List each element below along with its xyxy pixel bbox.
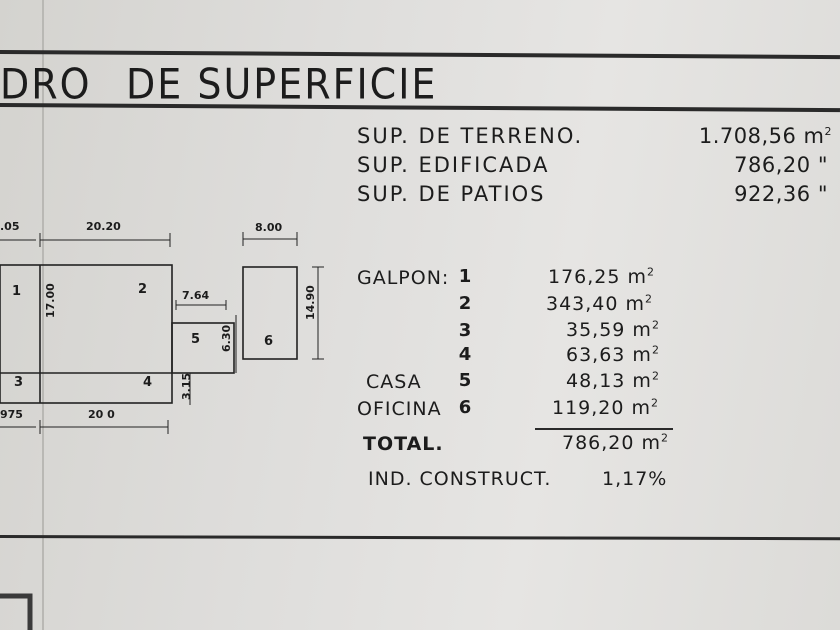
dim-label-right-upper: 7.64 <box>182 289 210 302</box>
corner-stamp-fragment <box>0 593 33 630</box>
dim-label-vertical-low: 3.15 <box>180 372 193 400</box>
room-label-3: 3 <box>14 375 24 390</box>
table-row-num-6: 6 <box>458 397 472 418</box>
table-row-num-2: 2 <box>458 293 472 314</box>
table-row-area-3: 35,59 m2 <box>566 318 660 341</box>
table-row-area-5: 48,13 m2 <box>566 369 660 392</box>
table-row-name-1: GALPON: <box>357 267 450 289</box>
footer-rule <box>0 535 840 541</box>
total-underline <box>535 428 673 430</box>
table-row-area-6: 119,20 m2 <box>552 396 660 419</box>
header-top-rule <box>0 50 840 60</box>
table-row-area-4: 63,63 m2 <box>566 343 660 366</box>
dim-label-bottom-left: 975 <box>0 408 23 421</box>
table-row-name-5: CASA <box>366 371 422 393</box>
room-label-4: 4 <box>143 375 153 390</box>
room-label-5: 5 <box>191 332 201 347</box>
summary-label-terreno: SUP. DE TERRENO. <box>357 124 584 148</box>
page-title: DE SUPERFICIE <box>126 60 438 109</box>
table-row-area-1: 176,25 m2 <box>548 265 656 288</box>
table-row-num-1: 1 <box>458 266 472 287</box>
plan-room-5-outline <box>171 322 235 374</box>
dim-label-vertical-main: 17.00 <box>44 283 57 318</box>
summary-value-terreno: 1.708,56 m2 <box>698 124 832 148</box>
summary-value-edificada: 786,20 " <box>734 153 828 177</box>
dim-label-bottom-main: 20 0 <box>88 408 115 421</box>
table-row-num-3: 3 <box>458 320 472 341</box>
construction-index-value: 1,17% <box>602 468 668 490</box>
dim-label-vertical-mid: 6.30 <box>220 324 233 352</box>
dim-label-top-small: 8.00 <box>255 221 283 234</box>
summary-label-patios: SUP. DE PATIOS <box>357 182 546 206</box>
paper-fold-line <box>42 0 44 630</box>
total-label: TOTAL. <box>363 433 444 455</box>
total-value: 786,20 m2 <box>562 431 670 454</box>
table-row-name-6: OFICINA <box>357 398 442 420</box>
dim-label-vertical-small: 14.90 <box>304 285 317 320</box>
construction-index-label: IND. CONSTRUCT. <box>368 468 552 490</box>
table-row-area-2: 343,40 m2 <box>546 292 654 315</box>
dim-label-left-top: .05 <box>0 220 20 233</box>
room-label-1: 1 <box>12 284 22 299</box>
summary-label-edificada: SUP. EDIFICADA <box>357 153 550 177</box>
table-row-num-4: 4 <box>458 344 472 365</box>
plan-room-6-outline <box>242 266 298 360</box>
room-label-6: 6 <box>264 334 274 349</box>
dim-label-top-main: 20.20 <box>86 220 121 233</box>
title-partial: DRO <box>0 60 92 109</box>
floor-plan-drawing <box>0 232 324 434</box>
table-row-num-5: 5 <box>458 370 472 391</box>
summary-value-patios: 922,36 " <box>734 182 828 206</box>
room-label-2: 2 <box>138 282 148 297</box>
